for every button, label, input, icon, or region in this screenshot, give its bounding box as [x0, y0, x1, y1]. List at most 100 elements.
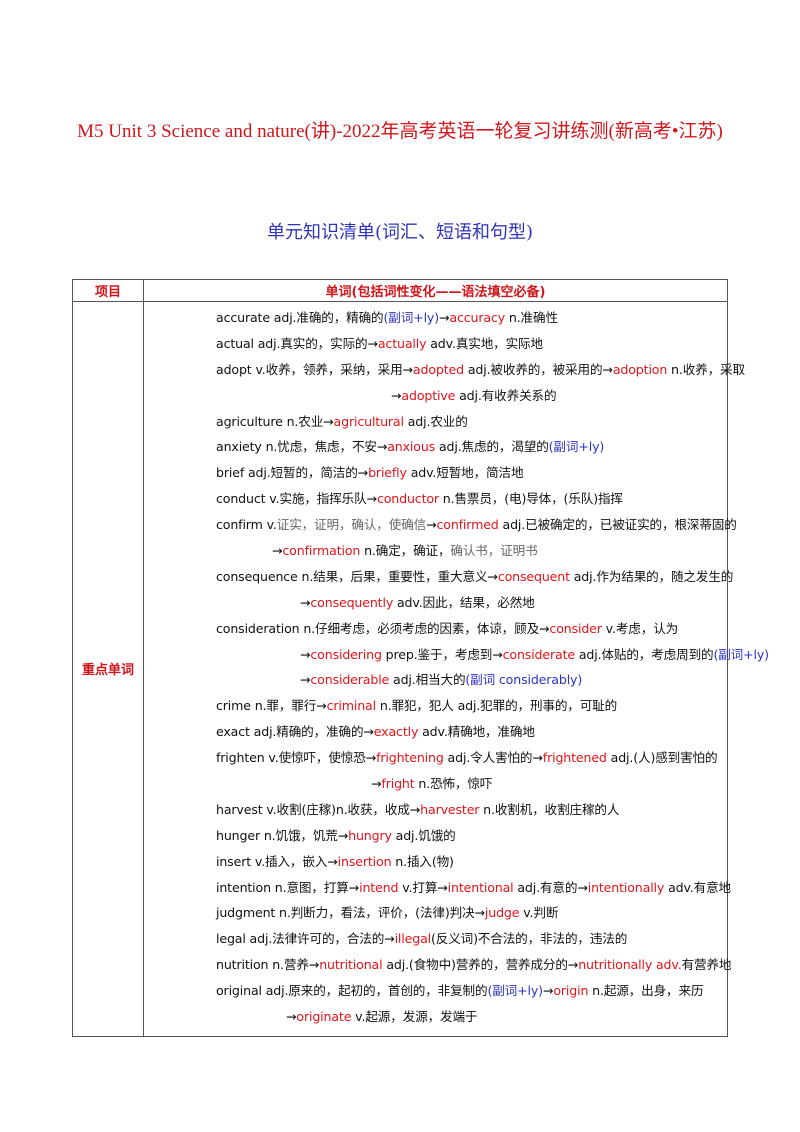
definition-text: nutrition n.营养→	[216, 957, 320, 973]
derived-word: originate	[296, 1009, 352, 1025]
definition-text: accurate adj.准确的，精确的	[216, 310, 384, 325]
vocabulary-table: 项目 单词(包括词性变化——语法填空必备) 重点单词 accurate adj.…	[72, 279, 769, 1037]
definition-text: frighten v.使惊吓，使惊恐→	[216, 750, 377, 766]
definition-text: adj.有收养关系的	[455, 387, 557, 403]
definition-text: adj.焦虑的，渴望的	[435, 439, 549, 455]
vocab-line: →confirmation n.确定，确证，确认书，证明书	[216, 538, 727, 564]
vocab-line: conduct v.实施，指挥乐队→conductor n.售票员，(电)导体，…	[216, 486, 727, 512]
definition-text: n.起源，出身，来历	[588, 983, 704, 999]
derived-word: conductor	[376, 491, 439, 507]
grammar-note: (副词+ly)	[548, 439, 605, 455]
definition-text: harvest v.收割(庄稼)n.收获，收成→	[216, 801, 421, 817]
derived-word: nutritional	[319, 957, 383, 973]
header-words: 单词(包括词性变化——语法填空必备)	[143, 279, 728, 302]
definition-text: →	[542, 983, 554, 999]
definition-text: adj.相当大的	[389, 672, 466, 688]
definition-text: →	[272, 543, 283, 559]
derived-word: considerate	[502, 646, 576, 662]
derived-word: accuracy	[449, 310, 506, 325]
definition-text: v.打算→	[398, 879, 448, 895]
definition-text: n.恐怖，惊吓	[414, 776, 493, 792]
vocab-line: nutrition n.营养→nutritional adj.(食物中)营养的，…	[216, 952, 732, 978]
vocab-line: accurate adj.准确的，精确的(副词+ly)→accuracy n.准…	[216, 305, 727, 331]
vocab-line: actual adj.真实的，实际的→actually adv.真实地，实际地	[216, 331, 727, 357]
vocab-line: harvest v.收割(庄稼)n.收获，收成→harvester n.收割机，…	[216, 797, 727, 823]
derived-word: actually	[377, 335, 427, 351]
definition-text: adj.(食物中)营养的，营养成分的→	[382, 957, 579, 973]
vocab-line: anxiety n.忧虑，焦虑，不安→anxious adj.焦虑的，渴望的(副…	[216, 434, 727, 460]
definition-text: adj.被收养的，被采用的→	[463, 361, 613, 377]
derived-word: fright	[381, 776, 415, 792]
vocab-line: crime n.罪，罪行→criminal n.罪犯，犯人 adj.犯罪的，刑事…	[216, 693, 727, 719]
section-subtitle: 单元知识清单(词汇、短语和句型)	[266, 222, 534, 243]
definition-text: judgment n.判断力，看法，评价，(法律)判决→	[216, 905, 485, 921]
definition-text: consequence n.结果，后果，重要性，重大意义→	[216, 568, 498, 584]
vocab-line: judgment n.判断力，看法，评价，(法律)判决→judge v.判断	[216, 900, 727, 926]
definition-text: n.罪犯，犯人 adj.犯罪的，刑事的，可耻的	[375, 698, 618, 714]
definition-text: adj.农业的	[403, 413, 468, 429]
definition-text: adj.饥饿的	[391, 827, 456, 843]
definition-text: →	[300, 594, 311, 610]
definition-text: (反义词)不合法的，非法的，违法的	[430, 931, 628, 947]
derived-word: adopted	[412, 361, 464, 377]
vocab-line: exact adj.精确的，准确的→exactly adv.精确地，准确地	[216, 719, 727, 745]
definition-text: prep.鉴于，考虑到→	[381, 646, 503, 662]
vocab-line: consequence n.结果，后果，重要性，重大意义→consequent …	[216, 564, 733, 590]
definition-text: legal adj.法律许可的，合法的→	[216, 931, 395, 947]
definition-text: n.收养，采取	[667, 361, 745, 377]
definition-text: 有营养地	[681, 957, 732, 973]
definition-text: →	[438, 310, 450, 325]
grammar-note: (副词+ly)	[713, 646, 769, 662]
definition-text: adv.真实地，实际地	[426, 335, 543, 351]
vocab-line: legal adj.法律许可的，合法的→illegal(反义词)不合法的，非法的…	[216, 926, 727, 952]
derived-word: consequent	[497, 568, 570, 584]
definition-text: adj.已被确定的，已被证实的，根深蒂固的	[498, 517, 737, 533]
definition-text: adopt v.收养，领养，采纳，采用→	[216, 361, 413, 377]
derived-word: confirmation	[282, 543, 361, 559]
page-title: M5 Unit 3 Science and nature(讲)-2022年高考英…	[77, 121, 723, 142]
definition-text: insert v.插入，嵌入→	[216, 853, 338, 869]
derived-word: considering	[310, 646, 382, 662]
vocab-line: hunger n.饥饿，饥荒→hungry adj.饥饿的	[216, 823, 727, 849]
derived-word: confirmed	[436, 517, 499, 533]
vocab-line: →considerable adj.相当大的(副词 considerably)	[216, 667, 727, 693]
derived-word: anxious	[387, 439, 436, 455]
definition-text: v.考虑，认为	[601, 620, 679, 636]
vocab-line: brief adj.短暂的，简洁的→briefly adv.短暂地，简洁地	[216, 460, 727, 486]
definition-text: →	[300, 646, 311, 662]
definition-text: adj.(人)感到害怕的	[606, 750, 718, 766]
grammar-note: (副词 considerably)	[465, 672, 583, 688]
vocab-line: agriculture n.农业→agricultural adj.农业的	[216, 409, 727, 435]
definition-text: hunger n.饥饿，饥荒→	[216, 827, 349, 843]
definition-text: exact adj.精确的，准确的→	[216, 724, 374, 740]
definition-text: n.确定，确证，	[360, 543, 451, 559]
definition-text: n.准确性	[505, 310, 558, 325]
derived-word: agricultural	[333, 413, 404, 429]
derived-word: consequently	[310, 594, 394, 610]
definition-text: anxiety n.忧虑，焦虑，不安→	[216, 439, 388, 455]
definition-text: adv.因此，结果，必然地	[393, 594, 535, 610]
derived-word: exactly	[373, 724, 419, 740]
definition-text: agriculture n.农业→	[216, 413, 334, 429]
vocab-line: original adj.原来的，起初的，首创的，非复制的(副词+ly)→ori…	[216, 978, 727, 1004]
definition-text: brief adj.短暂的，简洁的→	[216, 465, 369, 481]
definition-text: intention n.意图，打算→	[216, 879, 360, 895]
definition-text: adj.体贴的，考虑周到的	[575, 646, 714, 662]
derived-word: briefly	[368, 465, 407, 481]
grammar-note: (副词+ly)	[383, 310, 440, 325]
derived-word: adoption	[612, 361, 668, 377]
derived-word: hungry	[348, 827, 392, 843]
definition-text: crime n.罪，罪行→	[216, 698, 327, 714]
grammar-note: (副词+ly)	[487, 983, 543, 999]
derived-word: frightened	[542, 750, 607, 766]
definition-text: confirm v.	[216, 517, 277, 533]
table-row: 重点单词 accurate adj.准确的，精确的(副词+ly)→accurac…	[72, 301, 769, 1037]
derived-word: considerable	[310, 672, 390, 688]
vocab-line: intention n.意图，打算→intend v.打算→intentiona…	[216, 875, 731, 901]
table-header-row: 项目 单词(包括词性变化——语法填空必备)	[72, 279, 728, 302]
header-item: 项目	[72, 279, 144, 302]
definition-text: actual adj.真实的，实际的→	[216, 335, 378, 351]
derived-word: insertion	[337, 853, 392, 869]
definition-text: consideration n.仔细考虑，必须考虑的因素，体谅，顾及→	[216, 620, 550, 636]
vocab-line: insert v.插入，嵌入→insertion n.插入(物)	[216, 849, 727, 875]
